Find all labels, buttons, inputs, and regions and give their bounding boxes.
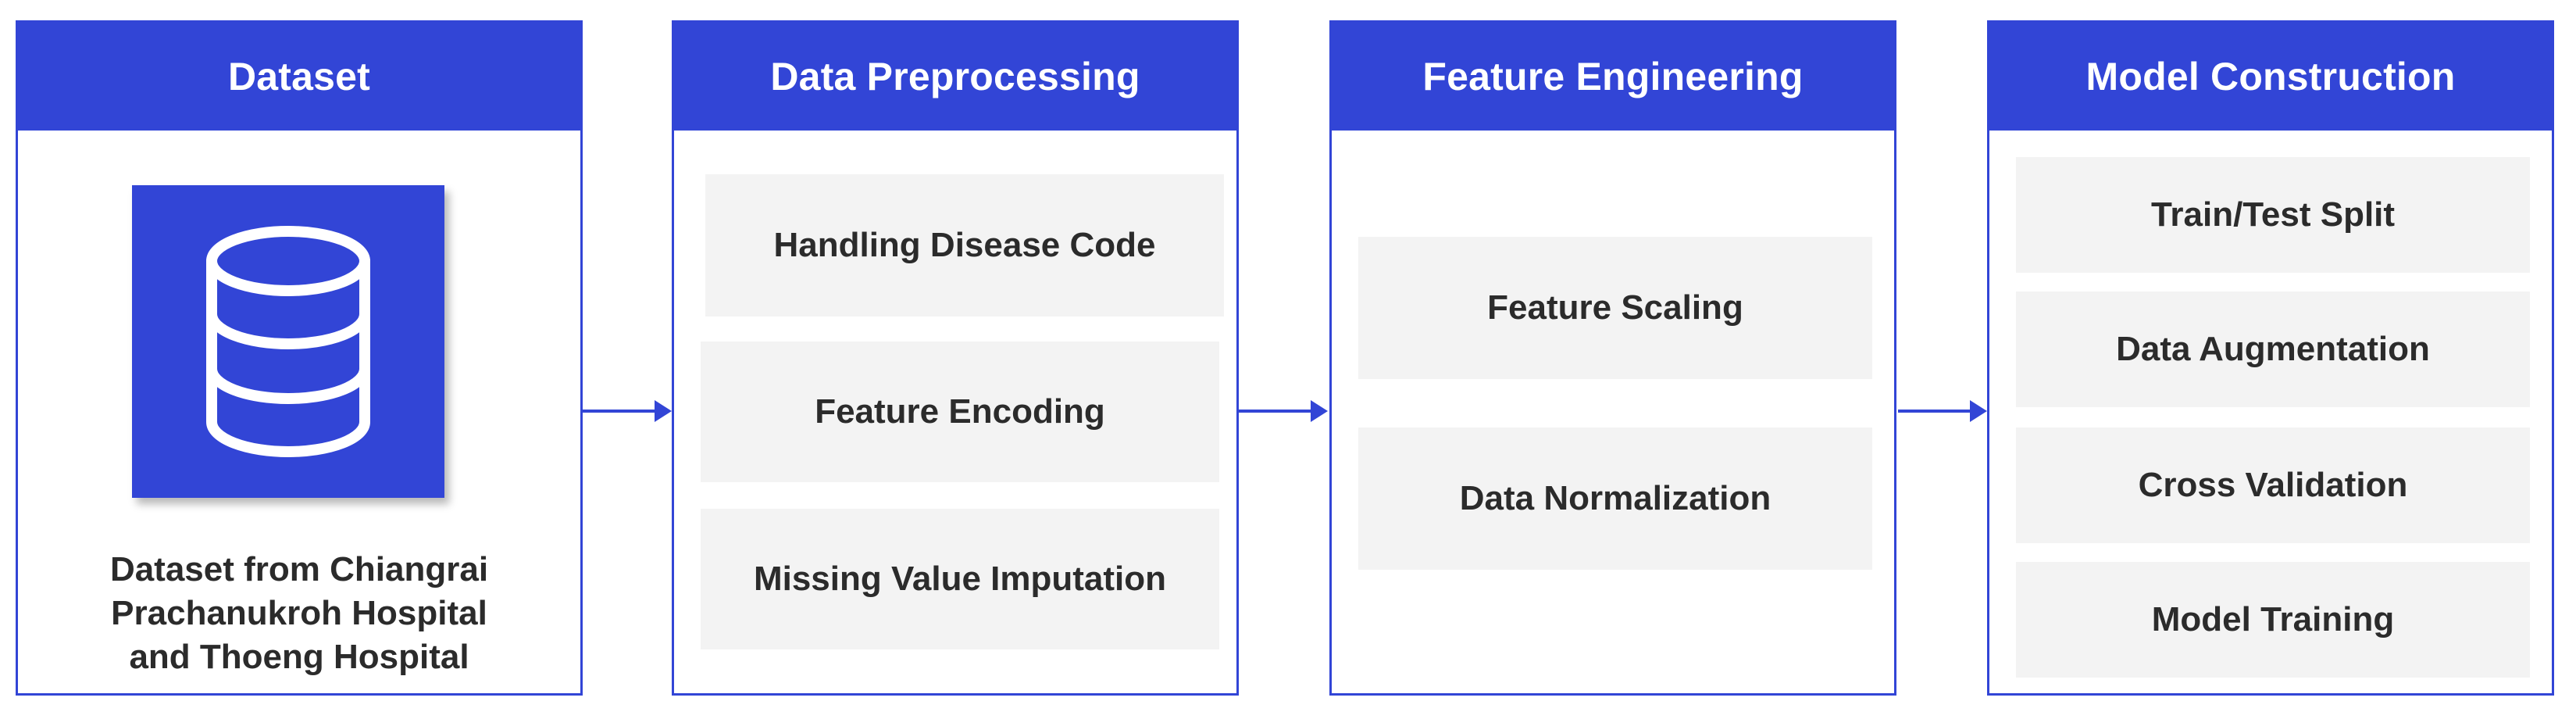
panel-model-construction: Model Construction Train/Test Split Data… [1987, 20, 2554, 696]
step-box: Feature Scaling [1358, 237, 1872, 379]
panel-title: Data Preprocessing [674, 23, 1236, 131]
step-box: Data Normalization [1358, 427, 1872, 570]
step-box: Feature Encoding [701, 342, 1219, 482]
panel-title: Model Construction [1989, 23, 2552, 131]
flow-arrow [1239, 400, 1328, 422]
panel-data-preprocessing: Data Preprocessing Handling Disease Code… [672, 20, 1239, 696]
step-box: Train/Test Split [2016, 157, 2530, 273]
panel-title: Feature Engineering [1332, 23, 1894, 131]
database-tile [132, 185, 444, 498]
flow-arrow [1898, 400, 1987, 422]
panel-dataset: Dataset Dataset from Chiangrai Prachanuk… [16, 20, 583, 696]
database-icon [206, 226, 370, 457]
step-box: Missing Value Imputation [701, 509, 1219, 649]
panel-title: Dataset [18, 23, 580, 131]
step-box: Cross Validation [2016, 427, 2530, 543]
flow-arrow [583, 400, 672, 422]
caption-line: Dataset from Chiangrai [109, 550, 489, 588]
step-box: Handling Disease Code [705, 174, 1224, 317]
dataset-caption: Dataset from Chiangrai Prachanukroh Hosp… [49, 548, 549, 679]
step-box: Data Augmentation [2016, 292, 2530, 407]
caption-line: and Thoeng Hospital [129, 638, 469, 676]
step-box: Model Training [2016, 562, 2530, 678]
panel-feature-engineering: Feature Engineering Feature Scaling Data… [1329, 20, 1896, 696]
caption-line: Prachanukroh Hospital [111, 594, 487, 632]
